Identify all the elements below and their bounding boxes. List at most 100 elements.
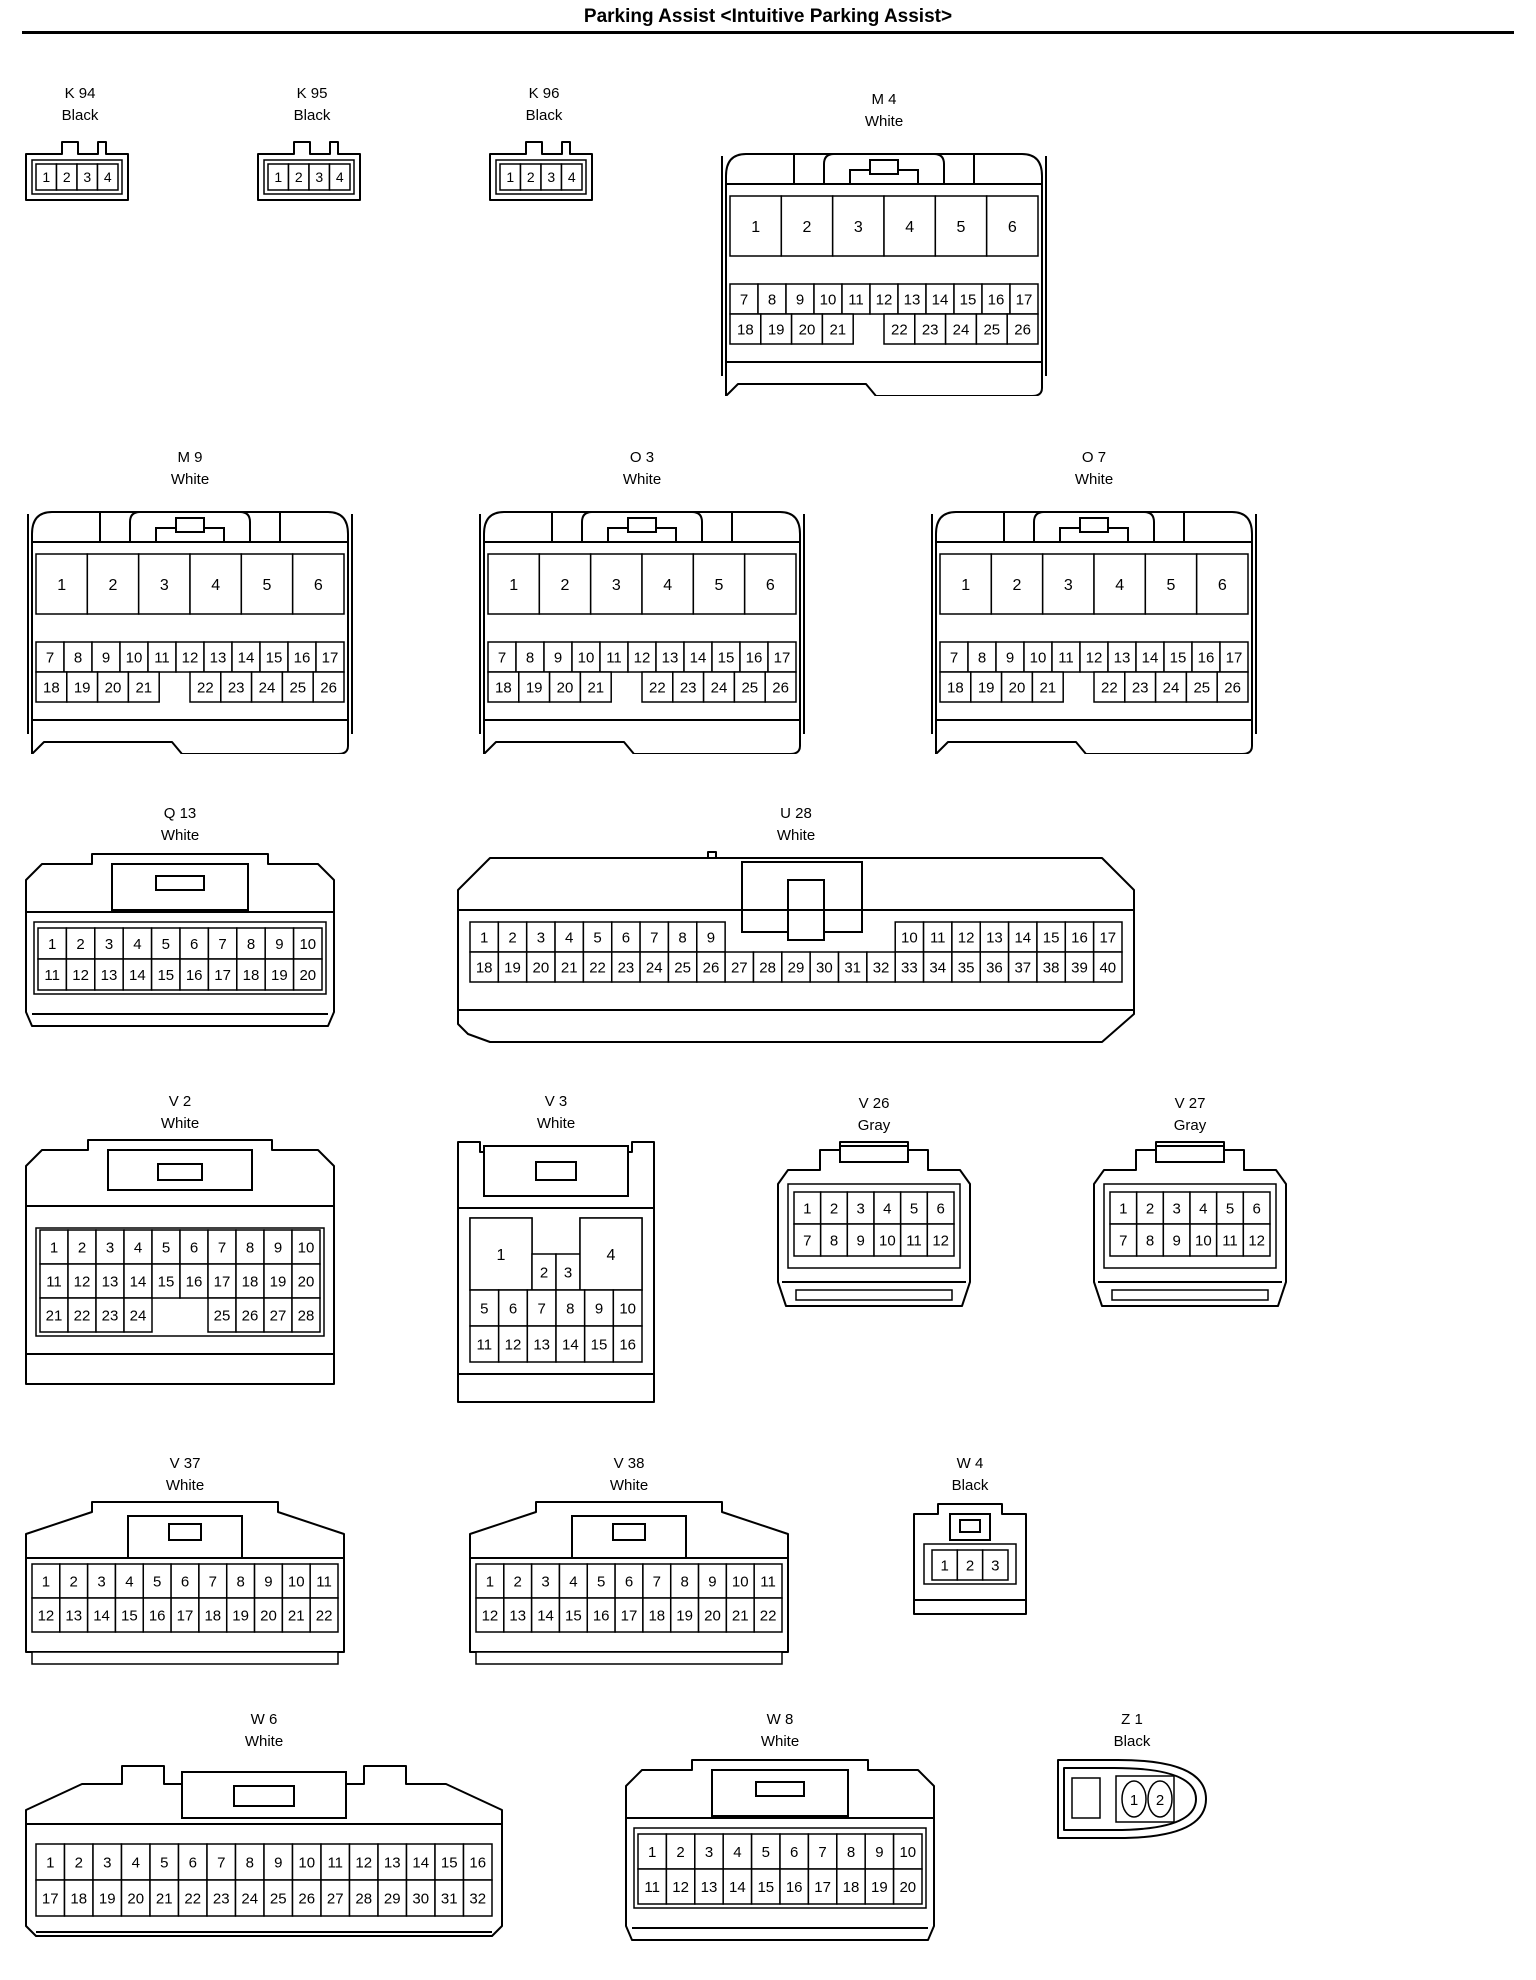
pin-cell <box>123 1263 153 1299</box>
pin-number: 9 <box>708 1573 716 1590</box>
pin-cell <box>612 1289 643 1327</box>
pin-number: 17 <box>1099 929 1116 946</box>
connector-id-label: O 7 <box>1081 449 1107 466</box>
pin-number: 3 <box>991 1557 999 1574</box>
pin-number: 11 <box>46 1273 62 1290</box>
pin-cell <box>328 163 351 191</box>
pin-cell <box>582 951 613 983</box>
pin-number: 23 <box>1132 679 1149 696</box>
pin-number: 1 <box>940 1557 948 1574</box>
pin-cell <box>722 1833 753 1870</box>
pin-number: 15 <box>1170 649 1187 666</box>
pin-cell <box>866 951 896 983</box>
pin-number: 21 <box>587 679 604 696</box>
pin-number: 8 <box>566 1300 574 1317</box>
pin-number: 19 <box>99 1890 116 1907</box>
pin-number: 4 <box>663 577 672 594</box>
pin-cell <box>571 641 601 673</box>
pin-number: 23 <box>102 1307 119 1324</box>
pin-cell <box>1185 671 1218 703</box>
pin-number: 11 <box>1222 1232 1238 1249</box>
pin-number: 6 <box>190 936 198 953</box>
pin-number: 1 <box>42 1573 50 1590</box>
pin-cell <box>944 313 978 345</box>
pin-number: 24 <box>1163 679 1180 696</box>
pin-cell <box>530 1597 561 1633</box>
pin-number: 8 <box>526 649 534 666</box>
pin-number: 11 <box>44 967 60 984</box>
pin-number: 5 <box>480 1300 488 1317</box>
pin-number: 17 <box>621 1607 638 1624</box>
pin-number: 4 <box>607 1247 616 1264</box>
pin-number: 7 <box>218 936 226 953</box>
pin-cell <box>179 1263 209 1299</box>
pin-cell <box>819 1191 849 1225</box>
pin-number: 12 <box>505 1336 522 1353</box>
pin-number: 38 <box>1043 959 1060 976</box>
pin-cell <box>793 1223 822 1257</box>
pin-number: 3 <box>705 1844 713 1861</box>
pin-number: 4 <box>104 169 112 185</box>
pin-number: 6 <box>625 1573 633 1590</box>
pin-number: 21 <box>288 1607 305 1624</box>
pin-number: 22 <box>649 679 666 696</box>
pin-cell <box>1124 671 1157 703</box>
pin-number: 30 <box>816 959 833 976</box>
pin-cell <box>894 921 925 953</box>
pin-number: 9 <box>875 1844 883 1861</box>
pin-cell <box>985 195 1039 257</box>
pin-number: 1 <box>506 169 514 185</box>
pin-cell <box>899 1191 929 1225</box>
pin-number: 19 <box>768 321 785 338</box>
pin-number: 11 <box>906 1232 922 1249</box>
pin-cell <box>846 1191 875 1225</box>
pin-cell <box>475 1597 505 1633</box>
pin-number: 14 <box>562 1336 579 1353</box>
pin-number: 1 <box>57 577 66 594</box>
pin-cell <box>348 1879 379 1917</box>
pin-cell <box>538 553 592 615</box>
pin-number: 4 <box>565 929 573 946</box>
pin-number: 2 <box>561 577 570 594</box>
pin-number: 7 <box>46 649 54 666</box>
pin-number: 18 <box>737 321 754 338</box>
pin-number: 39 <box>1071 959 1088 976</box>
pin-number: 24 <box>953 321 970 338</box>
pin-number: 4 <box>1199 1200 1207 1217</box>
pin-cell <box>981 1549 1009 1581</box>
pin-cell <box>250 671 284 703</box>
pin-cell <box>752 951 783 983</box>
pin-number: 20 <box>260 1607 277 1624</box>
pin-number: 12 <box>355 1854 372 1871</box>
pin-cell <box>637 1833 668 1870</box>
connector-id-label: Q 13 <box>163 805 197 822</box>
connector-id-label: V 26 <box>858 1095 890 1112</box>
pin-cell <box>702 671 736 703</box>
pin-number: 25 <box>214 1307 231 1324</box>
pin-number: 11 <box>760 1573 776 1590</box>
pin-number: 23 <box>213 1890 230 1907</box>
pin-number: 6 <box>190 1239 198 1256</box>
pin-number: 17 <box>42 1890 59 1907</box>
pin-number: 13 <box>384 1854 401 1871</box>
pin-number: 8 <box>978 649 986 666</box>
pin-number: 1 <box>648 1844 656 1861</box>
pin-number: 19 <box>74 679 91 696</box>
pin-number: 9 <box>1006 649 1014 666</box>
pin-cell <box>206 1843 237 1881</box>
pin-cell <box>207 1297 237 1333</box>
pin-cell <box>469 951 500 983</box>
pin-number: 40 <box>1099 959 1116 976</box>
pin-number: 14 <box>932 291 949 308</box>
connector-color-label: Black <box>293 107 331 124</box>
pin-number: 8 <box>830 1232 838 1249</box>
pin-cell <box>583 1325 615 1363</box>
pin-number: 13 <box>210 649 227 666</box>
pin-number: 6 <box>936 1200 944 1217</box>
pin-cell <box>1079 641 1109 673</box>
pin-number: 1 <box>509 577 518 594</box>
pin-number: 5 <box>160 1854 168 1871</box>
pin-number: 7 <box>818 1844 826 1861</box>
